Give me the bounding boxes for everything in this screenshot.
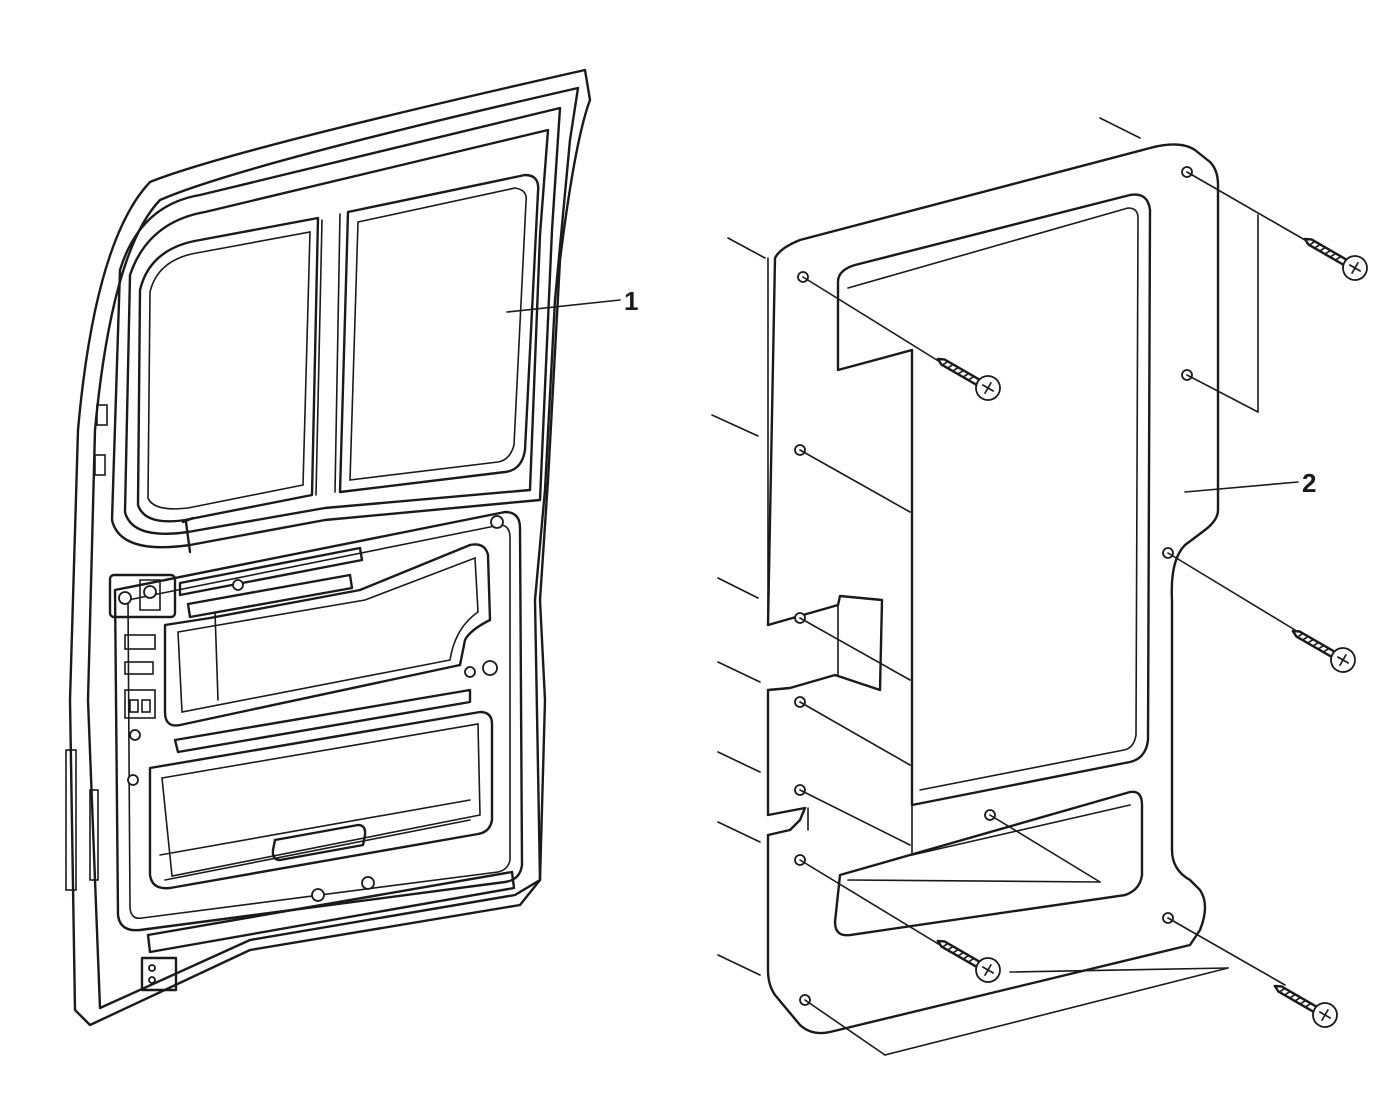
door-access-cutout-upper-inner <box>177 556 479 713</box>
door-latch-screw-a <box>118 591 132 605</box>
door-latch-box <box>108 573 177 619</box>
window-center-mullion <box>315 213 341 496</box>
leader-hole-left-2 <box>799 449 911 513</box>
callout-2-label: 2 <box>1302 468 1316 498</box>
leader-hole-bottom-left-b <box>884 967 1229 1056</box>
edge-mark-4 <box>717 661 761 683</box>
door-lower-panel-frame-inner <box>127 524 511 920</box>
window-frame-outer <box>110 106 562 549</box>
edge-mark-1 <box>727 237 766 259</box>
door-rail-screw <box>232 579 244 591</box>
leader-hole-left-4 <box>799 701 911 766</box>
screw-lower-left <box>936 939 1001 983</box>
door-inner-flange <box>86 86 580 1010</box>
edge-mark-7 <box>717 954 761 976</box>
door-switch-block <box>124 689 156 719</box>
leader-hole-right-3 <box>1167 552 1296 631</box>
trim-lower-pocket <box>833 790 1144 937</box>
door-edge-strip-left <box>65 749 77 891</box>
edge-mark-2 <box>711 414 759 437</box>
door-lock-rod-vertical <box>214 611 219 701</box>
door-outer-edge <box>68 68 592 1027</box>
callout-1-leader <box>506 299 621 313</box>
door-rivet-mid-right-b <box>464 666 476 678</box>
door-bottom-latch <box>140 956 178 992</box>
door-bottom-latch-screw-b <box>148 976 156 984</box>
trim-window-recess <box>836 193 1152 807</box>
door-access-cutout-lower <box>148 710 494 890</box>
door-rail-bar <box>186 573 354 619</box>
door-hinge-tab-upper <box>96 404 108 426</box>
screw-upper-right <box>1303 237 1368 281</box>
door-latch-detail <box>139 579 161 611</box>
trim-window-recess-inner <box>847 207 1139 791</box>
edge-mark-6 <box>717 821 761 843</box>
door-switch-block-inner-b <box>141 699 151 713</box>
door-upper-rail <box>178 546 364 597</box>
leader-hole-left-5 <box>799 789 911 846</box>
leader-hole-right-2 <box>1186 374 1259 413</box>
door-bottom-screw-a <box>311 888 325 902</box>
leader-hole-bottom-left-a <box>804 999 886 1056</box>
door-handle-slot <box>271 823 367 862</box>
door-switch-lower <box>124 661 154 675</box>
leader-hole-pocket <box>989 814 1101 883</box>
window-glass-right <box>338 173 540 494</box>
callout-1-label: 1 <box>624 286 638 316</box>
leader-hole-bottom-right <box>1167 917 1286 986</box>
door-handle-recess <box>159 799 471 881</box>
trim-panel-outline <box>766 143 1220 1035</box>
trim-alignment-leaders <box>711 117 1306 1056</box>
door-latch-screw-b <box>143 585 157 599</box>
door-screw-left-a <box>129 729 141 741</box>
leader-hole-left-3 <box>799 617 911 681</box>
door-lock-button <box>181 516 195 554</box>
rear-door <box>65 68 592 1027</box>
trim-lower-pocket-inner <box>847 804 1131 883</box>
door-cross-bar <box>173 688 472 754</box>
callout-2-leader <box>1184 481 1299 493</box>
door-screw-left-b <box>127 774 139 786</box>
door-bottom-strip <box>146 870 516 954</box>
leader-top-left-screw <box>802 276 941 363</box>
leader-top-right-a <box>1186 171 1306 241</box>
door-access-cutout-lower-inner <box>161 723 481 877</box>
door-access-cutout-upper <box>163 543 492 727</box>
leader-hole-left-6 <box>799 859 941 946</box>
window-frame-inner <box>123 128 550 535</box>
edge-mark-top-right <box>1099 117 1141 139</box>
window-glass-right-inner <box>349 187 528 481</box>
window-glass-left-inner <box>147 231 311 510</box>
door-switch-block-inner <box>129 699 139 713</box>
door-bottom-latch-screw-a <box>148 964 156 972</box>
door-rivet-mid-right <box>482 660 498 676</box>
door-trim-panel <box>766 143 1220 1035</box>
trim-screws <box>936 237 1368 1028</box>
door-edge-strip-right <box>89 789 99 881</box>
door-rivet-upper-right <box>490 515 504 529</box>
door-lower-panel-frame <box>113 510 524 932</box>
door-hinge-tab-lower <box>94 454 106 476</box>
window-glass-left <box>136 216 320 523</box>
leader-bottom-screw-mid <box>1009 967 1229 973</box>
screw-mid-right <box>1291 629 1356 673</box>
screw-lower-right <box>1273 984 1338 1028</box>
screw-upper-left <box>936 357 1001 401</box>
door-bottom-screw-b <box>361 876 375 890</box>
door-switch-upper <box>124 634 156 650</box>
edge-mark-3 <box>717 577 759 599</box>
edge-mark-5 <box>717 751 761 773</box>
